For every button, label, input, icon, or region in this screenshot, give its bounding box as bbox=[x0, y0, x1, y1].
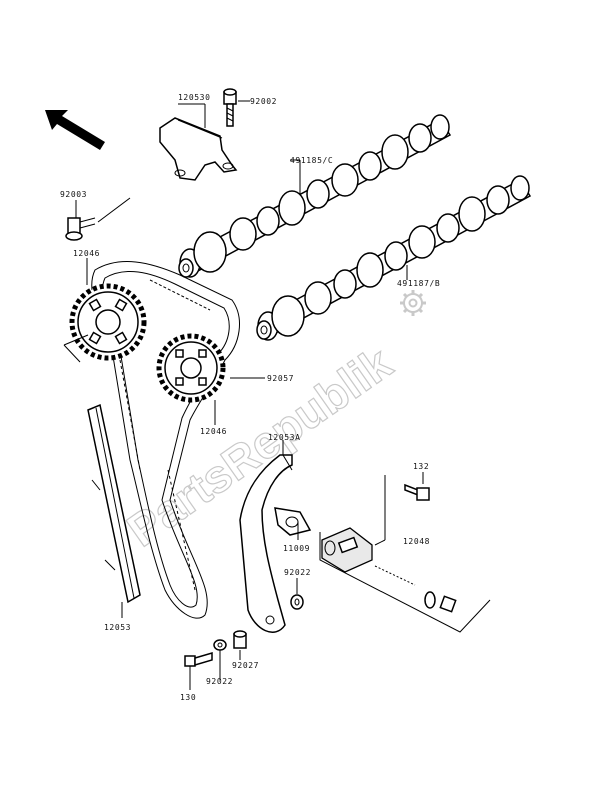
label-12053a: 12053A bbox=[268, 433, 301, 442]
gasket-part bbox=[274, 507, 312, 536]
collar-92027-part bbox=[233, 630, 247, 649]
label-92027: 92027 bbox=[232, 661, 259, 670]
sprocket-upper-part bbox=[69, 283, 147, 361]
label-12046-lower: 12046 bbox=[200, 427, 227, 436]
label-92022-lower: 92022 bbox=[206, 677, 233, 686]
camshaft-upper-part bbox=[178, 114, 452, 278]
cam-chain-part bbox=[91, 261, 240, 619]
label-92022-upper: 92022 bbox=[284, 568, 311, 577]
washer-92022-upper-part bbox=[290, 594, 304, 610]
bolt-130-part bbox=[184, 651, 213, 667]
label-491185: 491185/C bbox=[290, 156, 333, 165]
label-12048: 12048 bbox=[403, 537, 430, 546]
tensioner-guide-part bbox=[239, 454, 293, 633]
washer-92022-lower-part bbox=[213, 639, 227, 651]
bolt-132-part bbox=[404, 483, 430, 501]
label-120530: 120530 bbox=[178, 93, 211, 102]
label-130: 130 bbox=[180, 693, 196, 702]
leader-lines bbox=[63, 100, 491, 690]
label-12053: 12053 bbox=[104, 623, 131, 632]
label-132: 132 bbox=[413, 462, 429, 471]
tensioner-assembly-part bbox=[321, 527, 457, 613]
bolt-92003-part bbox=[65, 217, 96, 241]
label-92057: 92057 bbox=[267, 374, 294, 383]
camshaft-lower-part bbox=[256, 175, 532, 341]
part-labels: 120530 92002 491185/C 92003 12046 491187… bbox=[60, 93, 440, 702]
label-92003: 92003 bbox=[60, 190, 87, 199]
label-92002: 92002 bbox=[250, 97, 277, 106]
cam-bracket-part bbox=[159, 117, 238, 181]
label-12046-upper: 12046 bbox=[73, 249, 100, 258]
bolt-92002-part bbox=[223, 88, 237, 127]
watermark-gear-icon bbox=[400, 290, 426, 316]
chain-guide-part bbox=[87, 403, 141, 604]
front-direction-arrow-icon bbox=[45, 110, 105, 150]
sprocket-lower-part bbox=[156, 333, 226, 403]
label-491187: 491187/B bbox=[397, 279, 440, 288]
label-11009: 11009 bbox=[283, 544, 310, 553]
